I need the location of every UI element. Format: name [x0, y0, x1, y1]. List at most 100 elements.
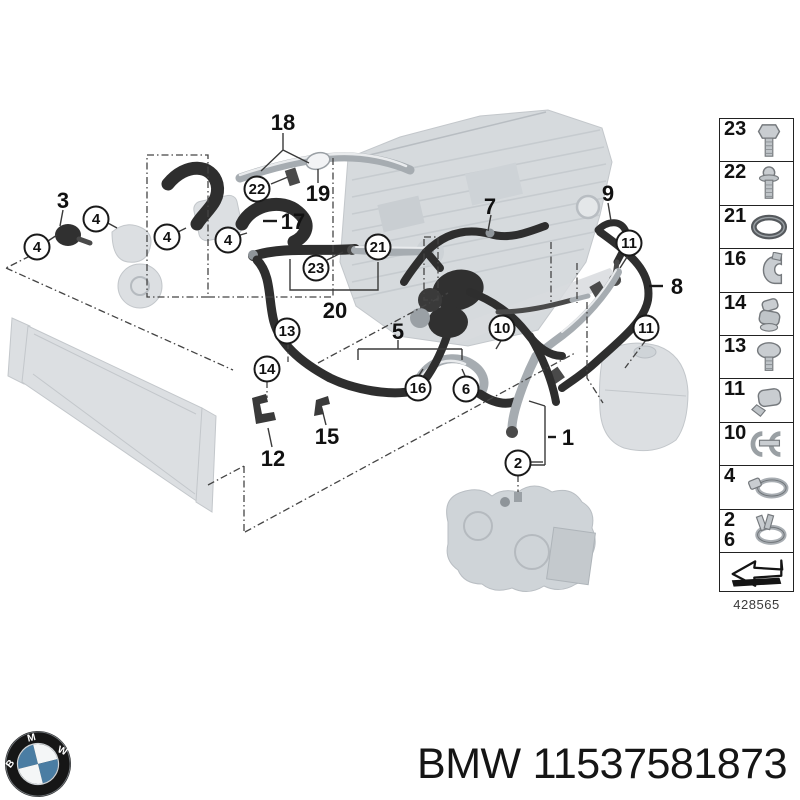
legend-number-text: 11: [724, 378, 746, 401]
callout-circle-4: [82, 205, 110, 233]
o-ring-icon: [746, 209, 792, 247]
legend-number-text: 2: [724, 508, 736, 531]
legend-number-text: 22: [724, 161, 747, 184]
callout-label-2: 2: [514, 455, 522, 472]
legend-item-22: 22: [719, 161, 794, 207]
callout-label-17: 17: [281, 209, 305, 234]
callout-circle-4: [214, 226, 242, 254]
callout-label-7: 7: [484, 194, 496, 219]
bracket-12: [252, 394, 276, 424]
engine-bore: [575, 194, 601, 220]
bracket-15: [314, 396, 330, 416]
callout-label-5: 5: [392, 319, 404, 344]
callout-label-15: 15: [315, 424, 339, 449]
callout-label-8: 8: [671, 274, 683, 299]
callout-label-16: 16: [410, 380, 427, 397]
seal-19-position: [305, 151, 331, 171]
callout-label-4: 4: [92, 211, 101, 228]
pipe-clip-icon: [746, 252, 792, 290]
legend-item-number: 23: [724, 119, 746, 139]
callout-label-11: 11: [621, 235, 637, 252]
legend-number-text: 21: [724, 204, 747, 227]
callout-label-20: 20: [323, 298, 347, 323]
callout-circle-14: [253, 355, 281, 383]
callout-circle-2: [504, 449, 532, 477]
expansion-tank-ghost: [599, 342, 689, 452]
callout-circle-13: [273, 317, 301, 345]
legend-item-4: 4: [719, 465, 794, 511]
callout-label-22: 22: [249, 181, 266, 198]
clamp-22-position: [284, 167, 301, 187]
legend-item-11: 11: [719, 378, 794, 424]
callout-label-18: 18: [271, 110, 295, 135]
callout-label-14: 14: [259, 361, 276, 378]
holder-clip-icon: [746, 382, 792, 420]
callout-label-3: 3: [57, 188, 69, 213]
callout-circle-16: [404, 374, 432, 402]
hose-clamp-icon: [746, 469, 792, 507]
callout-label-13: 13: [279, 323, 296, 340]
callout-label-4: 4: [224, 232, 233, 249]
callout-label-11: 11: [638, 320, 654, 337]
legend-item-number: 4: [724, 466, 735, 486]
callout-label-6: 6: [462, 381, 470, 398]
legend-item-21: 21: [719, 204, 794, 250]
hose-17-upper-elbow: [161, 161, 313, 249]
legend-item-number: 21: [724, 206, 746, 226]
legend-item-number: 11: [724, 379, 745, 399]
legend-item-direction-arrow: [719, 552, 794, 593]
callout-circle-4: [23, 233, 51, 261]
legend-item-14: 14: [719, 291, 794, 337]
mount-3-dark: [55, 224, 93, 246]
callout-circle-6: [452, 375, 480, 403]
flange-bolt-icon: [746, 165, 792, 203]
legend-item-23: 23: [719, 118, 794, 163]
bmw-logo: B M W: [4, 731, 71, 797]
callout-circle-22: [243, 175, 271, 203]
legend-number-text: 23: [724, 118, 747, 140]
callout-circle-4: [153, 223, 181, 251]
legend-number-text: 4: [724, 465, 736, 488]
callout-label-4: 4: [33, 239, 42, 256]
double-clip-icon: [746, 426, 792, 464]
bracket-5-line: [357, 340, 463, 360]
callout-label-12: 12: [261, 446, 285, 471]
leader-lines: [5, 133, 663, 533]
legend-item-number: 14: [724, 293, 746, 313]
legend-number-text: 6: [724, 528, 736, 551]
legend-item-number: 16: [724, 249, 746, 269]
legend-item-number: 22: [724, 162, 746, 182]
bracket-1-line: [528, 400, 546, 466]
legend-number-text: 13: [724, 335, 747, 358]
thermostat-housing-dark: [410, 252, 484, 338]
legend-number-text: 10: [724, 421, 747, 444]
spring-clamp-icon: [746, 513, 792, 551]
diagram-code: 428565: [733, 597, 780, 613]
radiator-ghost: [7, 317, 217, 513]
callout-label-9: 9: [602, 181, 614, 206]
pipe-18: [235, 151, 415, 187]
coolant-pump-assembly-ghost: [446, 485, 596, 592]
callout-circle-21: [364, 233, 392, 261]
hex-bolt-icon: [746, 122, 792, 160]
legend-item-16: 16: [719, 248, 794, 294]
callout-label-23: 23: [308, 260, 325, 277]
bracket-20-line: [289, 259, 379, 291]
legend-item-13: 13: [719, 335, 794, 381]
screw-icon: [746, 339, 792, 377]
hose-13: [252, 255, 419, 398]
callout-label-1: 1: [562, 425, 574, 450]
callout-circle-11: [615, 229, 643, 257]
cooling-hoses-diagram: 1831917205798151214444222321131416610111…: [5, 109, 689, 592]
callout-circle-23: [302, 254, 330, 282]
legend-item-10: 10: [719, 421, 794, 467]
direction-arrow-icon: [722, 556, 792, 592]
callout-circle-11: [632, 314, 660, 342]
logo-letter-m: M: [26, 732, 37, 745]
legend-item-number: 10: [724, 423, 746, 443]
